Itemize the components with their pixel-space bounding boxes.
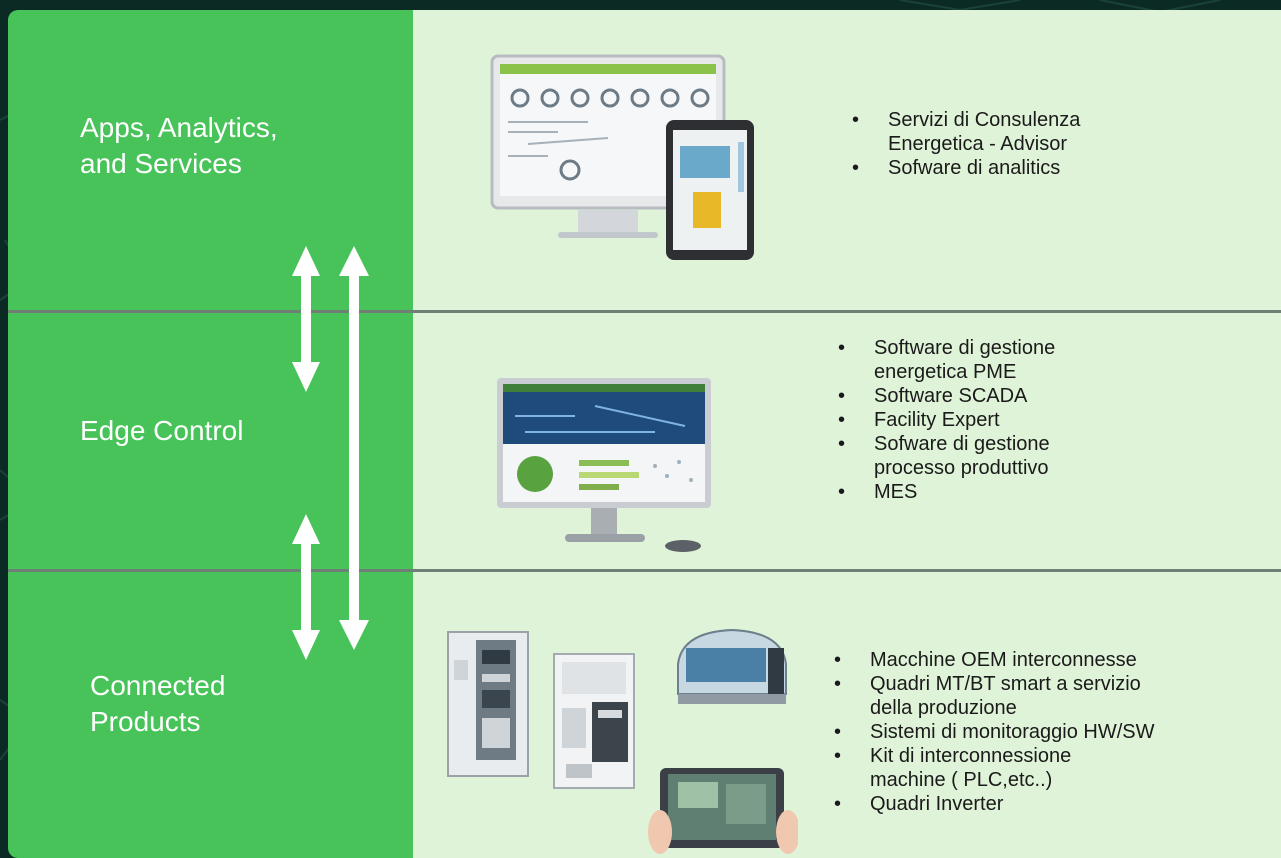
double-arrow-icon <box>339 246 369 650</box>
list-item: Sofware di analitics <box>846 156 1146 180</box>
list-item: MES <box>832 480 1112 504</box>
list-item: Macchine OEM interconnesse <box>828 648 1248 672</box>
layers-panel: Apps, Analytics, and Services Edge Contr… <box>8 10 1281 858</box>
layer-label-column <box>8 10 413 858</box>
layer-arrows <box>292 246 369 660</box>
desktop-monitor-scada-icon <box>497 378 711 552</box>
list-item: Facility Expert <box>832 408 1112 432</box>
tablet-in-hands-icon <box>648 768 798 854</box>
list-item: Kit di interconnessione machine ( PLC,et… <box>828 744 1140 792</box>
layer-1-bullet-list: Servizi di Consulenza Energetica - Advis… <box>846 108 1146 180</box>
industrial-machine-icon <box>677 628 787 704</box>
layer-label-connected-products: Connected Products <box>90 670 226 737</box>
list-item: Sistemi di monitoraggio HW/SW <box>828 720 1248 744</box>
layer-divider-1 <box>8 310 1281 313</box>
layer-3-bullet-list: Macchine OEM interconnesse Quadri MT/BT … <box>828 648 1248 816</box>
list-item: Software SCADA <box>832 384 1112 408</box>
list-item: Quadri MT/BT smart a servizio della prod… <box>828 672 1170 720</box>
list-item: Software di gestione energetica PME <box>832 336 1112 384</box>
double-arrow-icon <box>292 246 320 392</box>
list-item: Quadri Inverter <box>828 792 1248 816</box>
layer-2-bullet-list: Software di gestione energetica PME Soft… <box>832 336 1112 504</box>
list-item: Servizi di Consulenza Energetica - Advis… <box>846 108 1146 156</box>
list-item: Sofware di gestione processo produttivo <box>832 432 1112 480</box>
double-arrow-icon <box>292 514 320 660</box>
electrical-cabinet-icon <box>447 631 529 777</box>
layer-label-apps-analytics-services: Apps, Analytics, and Services <box>80 112 278 179</box>
layer-label-edge-control: Edge Control <box>80 415 244 446</box>
electrical-cabinet-icon <box>553 653 635 789</box>
layer-divider-2 <box>8 569 1281 572</box>
monitor-tablet-dashboard-icon <box>490 54 754 260</box>
